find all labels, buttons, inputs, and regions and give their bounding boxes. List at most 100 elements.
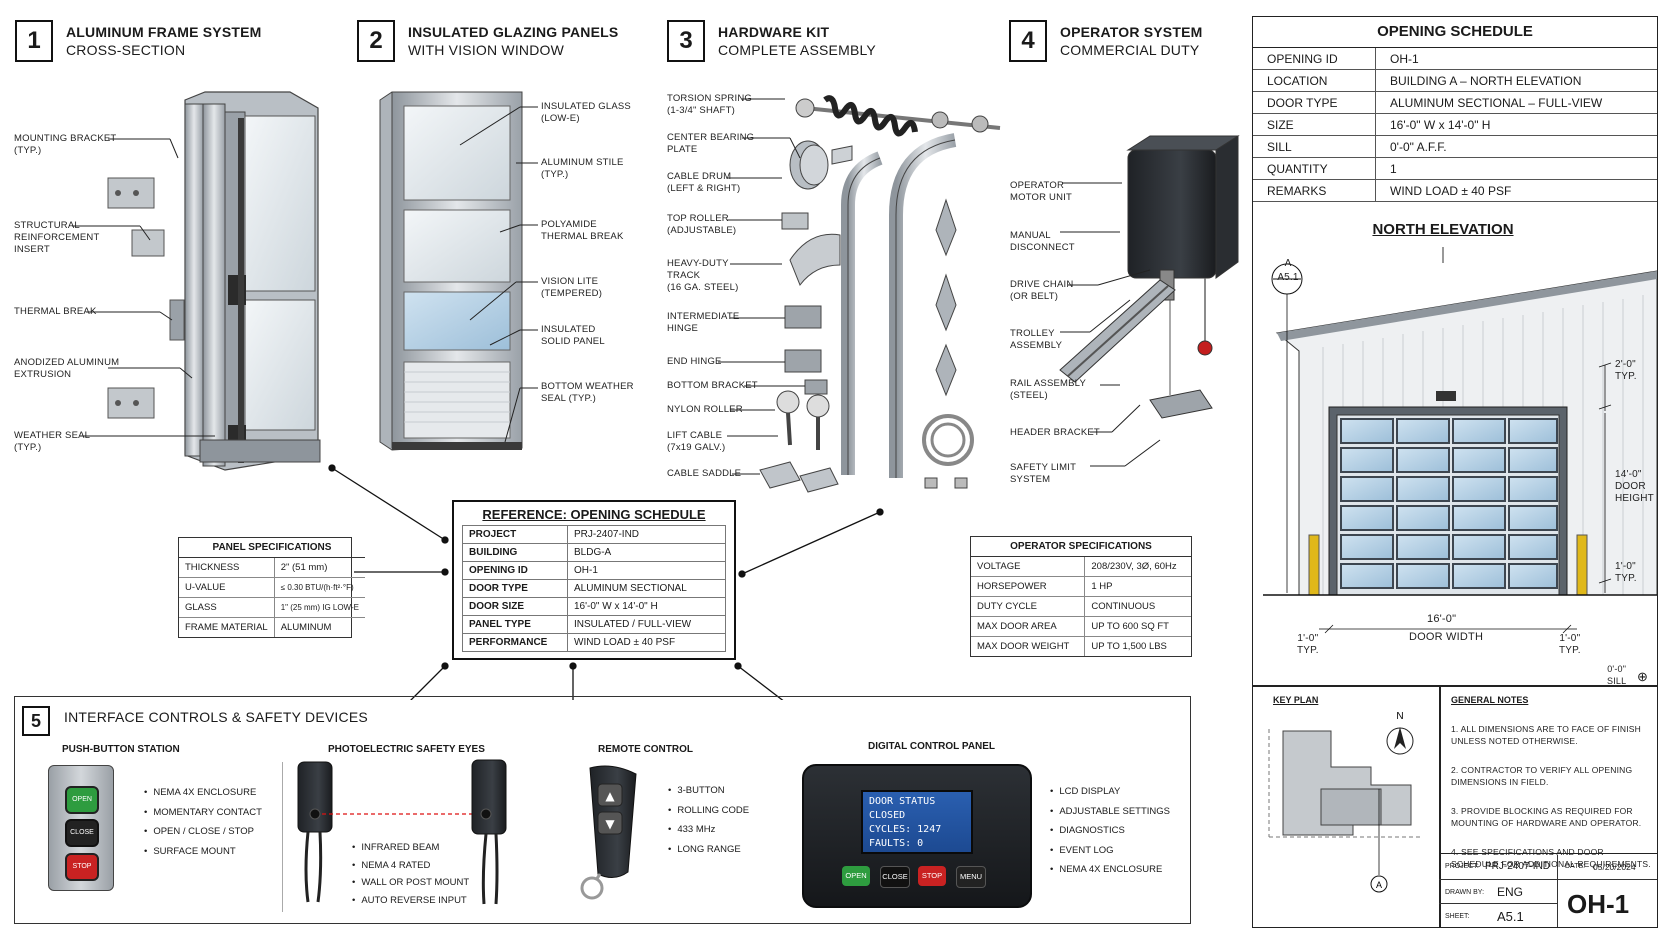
- aluminum-frame-drawing: [107, 91, 321, 471]
- table-row: U-VALUE≤ 0.30 BTU/(h·ft²·°F): [179, 577, 365, 598]
- section-1-number: 1: [15, 20, 53, 62]
- drawn-label: DRAWN BY:: [1445, 889, 1485, 896]
- list-item: 433 MHz: [668, 820, 749, 840]
- section-3-subtitle: COMPLETE ASSEMBLY: [718, 42, 876, 58]
- hardware-kit-drawing: [759, 95, 1001, 493]
- callout-torsion-spring: TORSION SPRING (1-3/4" SHAFT): [667, 93, 752, 116]
- spec-value: 2" (51 mm): [274, 557, 365, 578]
- opening-schedule-title: OPENING SCHEDULE: [1253, 17, 1657, 48]
- panel-menu-button[interactable]: MENU: [956, 866, 986, 888]
- spec-value: CONTINUOUS: [1084, 596, 1191, 617]
- schedule-label: QUANTITY: [1253, 157, 1376, 180]
- panel-specs-title: PANEL SPECIFICATIONS: [179, 538, 365, 558]
- schedule-value: 1: [1375, 157, 1657, 180]
- project-value: PRJ-2407-IND: [1485, 861, 1551, 872]
- digital-panel-title: DIGITAL CONTROL PANEL: [868, 741, 996, 752]
- list-item: NEMA 4 RATED: [352, 857, 469, 875]
- ref-value: ALUMINUM SECTIONAL: [567, 579, 726, 598]
- lcd-line: CYCLES: 1247: [869, 824, 942, 835]
- list-item: OPEN / CLOSE / STOP: [144, 822, 262, 842]
- spec-label: U-VALUE: [179, 577, 275, 598]
- pushbutton-features: NEMA 4X ENCLOSURE MOMENTARY CONTACT OPEN…: [144, 783, 262, 861]
- section-marker-sheet: A5.1: [1277, 272, 1299, 283]
- panel-stop-button[interactable]: STOP: [918, 866, 946, 886]
- section-5-heading: INTERFACE CONTROLS & SAFETY DEVICES: [64, 709, 368, 725]
- svg-text:▲: ▲: [605, 789, 615, 803]
- pushbutton-close[interactable]: CLOSE: [65, 819, 99, 847]
- schedule-value: OH-1: [1375, 48, 1657, 70]
- callout-end-hinge: END HINGE: [667, 356, 722, 367]
- schedule-label: SILL: [1253, 135, 1376, 158]
- panel-open-button[interactable]: OPEN: [842, 866, 870, 886]
- ref-label: PERFORMANCE: [462, 633, 568, 652]
- general-notes-list: 1. ALL DIMENSIONS ARE TO FACE OF FINISH …: [1451, 711, 1651, 882]
- ref-label: DOOR TYPE: [462, 579, 568, 598]
- callout-center-bearing: CENTER BEARING PLATE: [667, 132, 755, 155]
- list-item: NEMA 4X ENCLOSURE: [144, 783, 262, 803]
- panel-close-button[interactable]: CLOSE: [880, 866, 910, 888]
- section-3-number: 3: [667, 20, 705, 62]
- spec-value: ≤ 0.30 BTU/(h·ft²·°F): [274, 577, 365, 598]
- section-2-number: 2: [357, 20, 395, 62]
- dim-door-height: 14'-0" DOOR HEIGHT: [1615, 469, 1654, 504]
- safety-eyes-drawing: [297, 759, 507, 905]
- list-item: LONG RANGE: [668, 840, 749, 860]
- callout-bottom-weather-seal: BOTTOM WEATHER SEAL (TYP.): [541, 381, 634, 404]
- spec-value: UP TO 1,500 LBS: [1091, 641, 1167, 652]
- section-5-title: INTERFACE CONTROLS & SAFETY DEVICES: [64, 708, 368, 726]
- spec-label: FRAME MATERIAL: [179, 617, 275, 637]
- ref-value: PRJ-2407-IND: [567, 525, 726, 544]
- list-item: NEMA 4X ENCLOSURE: [1050, 860, 1170, 880]
- dim-head-clearance: 2'-0" TYP.: [1615, 359, 1637, 382]
- ref-label: OPENING ID: [462, 561, 568, 580]
- section-marker-letter: A: [1284, 258, 1292, 269]
- dim-sill: 0'-0" SILL: [1607, 664, 1627, 686]
- dim-door-width-label: DOOR WIDTH: [1409, 631, 1484, 643]
- list-item: 2. CONTRACTOR TO VERIFY ALL OPENING DIME…: [1451, 765, 1633, 787]
- lcd-line: DOOR STATUS: [869, 796, 936, 807]
- callout-thermal-break: THERMAL BREAK: [14, 306, 97, 317]
- lcd-screen: DOOR STATUS CLOSED CYCLES: 1247 FAULTS: …: [861, 790, 973, 854]
- lcd-line: CLOSED: [869, 810, 906, 821]
- list-item: ADJUSTABLE SETTINGS: [1050, 802, 1170, 822]
- spec-label: MAX DOOR WEIGHT: [971, 636, 1086, 656]
- reference-title: REFERENCE: OPENING SCHEDULE: [482, 507, 706, 522]
- remote-features: 3-BUTTON ROLLING CODE 433 MHz LONG RANGE: [668, 781, 749, 859]
- ref-value: OH-1: [567, 561, 726, 580]
- digital-panel-features: LCD DISPLAY ADJUSTABLE SETTINGS DIAGNOST…: [1050, 782, 1170, 880]
- digital-control-panel: DOOR STATUS CLOSED CYCLES: 1247 FAULTS: …: [802, 764, 1032, 908]
- north-arrow-label: N: [1396, 711, 1403, 722]
- section-4-heading: OPERATOR SYSTEM: [1060, 24, 1203, 40]
- remote-control-drawing: ▲ ▼: [580, 765, 637, 900]
- schedule-label: DOOR TYPE: [1253, 91, 1376, 114]
- pushbutton-open[interactable]: OPEN: [65, 786, 99, 814]
- callout-polyamide-break: POLYAMIDE THERMAL BREAK: [541, 219, 624, 242]
- ref-label: PANEL TYPE: [462, 615, 568, 634]
- dim-base: 1'-0" TYP.: [1615, 561, 1637, 584]
- glazing-panel-drawing: [379, 91, 523, 451]
- section-5-number: 5: [22, 706, 50, 736]
- callout-safety-limit: SAFETY LIMIT SYSTEM: [1010, 462, 1077, 485]
- ref-label: BUILDING: [462, 543, 568, 562]
- dim-left-offset: 1'-0" TYP.: [1297, 633, 1319, 656]
- opening-id-large: OH-1: [1567, 889, 1630, 919]
- callout-cable-saddle: CABLE SADDLE: [667, 468, 742, 479]
- spec-label: HORSEPOWER: [971, 576, 1086, 597]
- pushbutton-stop[interactable]: STOP: [65, 853, 99, 881]
- section-1-subtitle: CROSS-SECTION: [66, 42, 186, 58]
- table-row: MAX DOOR WEIGHT UP TO 1,500 LBS: [971, 636, 1191, 656]
- title-block-row-2: [1439, 879, 1557, 904]
- callout-manual-disconnect: MANUAL DISCONNECT: [1010, 230, 1075, 253]
